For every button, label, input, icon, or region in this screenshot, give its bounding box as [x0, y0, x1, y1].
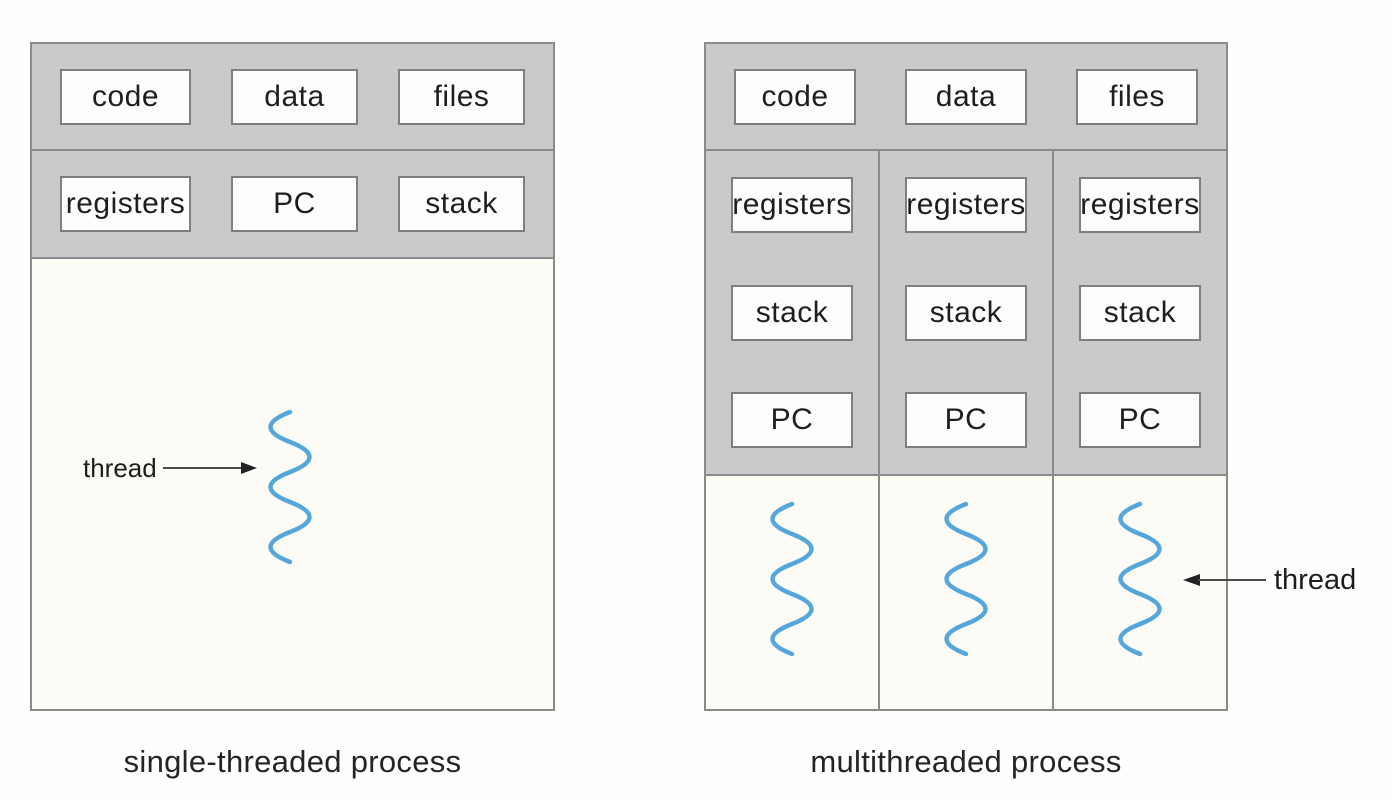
pc-box: PC — [1079, 392, 1201, 448]
pc-box: PC — [905, 392, 1027, 448]
shared-resources-section-right: code data files — [706, 44, 1226, 151]
stack-label: stack — [1103, 295, 1177, 329]
thread-callout-left: thread — [83, 453, 258, 483]
stack-label: stack — [929, 295, 1003, 329]
thread-context-section: registers PC stack — [32, 151, 553, 259]
thread-squiggle-icon — [268, 409, 312, 565]
thread-squiggle-icon — [1118, 501, 1162, 657]
stack-label: stack — [425, 187, 498, 220]
thread-squiggle-icon — [944, 501, 988, 657]
thread-squiggle-icon — [770, 501, 814, 657]
pc-label: PC — [273, 187, 316, 220]
code-label: code — [91, 79, 160, 113]
files-label: files — [1109, 79, 1165, 113]
right-caption: multithreaded process — [810, 744, 1122, 779]
pc-label: PC — [1118, 403, 1162, 436]
thread-context-3: registers stack PC — [1054, 151, 1226, 476]
thread-label: thread — [1274, 563, 1357, 596]
files-label: files — [433, 79, 490, 113]
registers-box: registers — [60, 176, 191, 232]
thread-label: thread — [83, 452, 157, 483]
code-label: code — [761, 79, 829, 113]
arrow-left-icon — [1183, 574, 1266, 586]
registers-label: registers — [732, 188, 852, 221]
registers-box: registers — [731, 177, 853, 233]
left-caption: single-threaded process — [123, 744, 462, 779]
single-threaded-process-box: code data files registers PC stack threa… — [30, 42, 555, 711]
thread-callout-right: thread — [1183, 563, 1357, 596]
thread-area-1 — [706, 476, 878, 709]
data-label: data — [935, 79, 997, 113]
thread-context-2: registers stack PC — [880, 151, 1052, 476]
stack-box: stack — [1079, 284, 1201, 341]
pc-box: PC — [231, 176, 358, 232]
data-box: data — [231, 68, 358, 125]
registers-label: registers — [1080, 188, 1200, 221]
files-box: files — [398, 68, 525, 125]
registers-label: registers — [906, 188, 1026, 221]
thread-area-3 — [1054, 476, 1226, 709]
multithreaded-process-box: code data files registers stack — [704, 42, 1228, 711]
stack-label: stack — [755, 295, 829, 329]
thread-column-3: registers stack PC — [1054, 151, 1226, 709]
files-box: files — [1076, 68, 1198, 125]
pc-label: PC — [770, 403, 814, 436]
thread-column-1: registers stack PC — [706, 151, 880, 709]
data-box: data — [905, 68, 1027, 125]
registers-box: registers — [1079, 177, 1201, 233]
thread-area: thread — [32, 259, 553, 709]
thread-area-2 — [880, 476, 1052, 709]
stack-box: stack — [905, 284, 1027, 341]
shared-resources-section: code data files — [32, 44, 553, 151]
thread-context-1: registers stack PC — [706, 151, 878, 476]
code-box: code — [60, 68, 191, 125]
stack-box: stack — [398, 176, 525, 232]
registers-label: registers — [65, 187, 186, 220]
registers-box: registers — [905, 177, 1027, 233]
data-label: data — [264, 79, 325, 113]
pc-label: PC — [944, 403, 988, 436]
code-box: code — [734, 68, 856, 125]
stack-box: stack — [731, 284, 853, 341]
arrow-right-icon — [162, 462, 257, 474]
thread-columns: registers stack PC — [706, 151, 1226, 709]
thread-column-2: registers stack PC — [880, 151, 1054, 709]
pc-box: PC — [731, 392, 853, 448]
